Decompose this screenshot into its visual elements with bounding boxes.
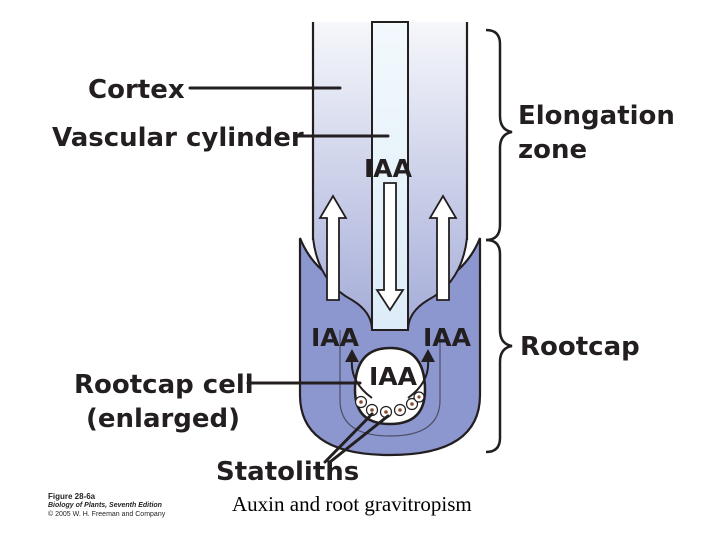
cell-lateral-arrows — [350, 359, 430, 399]
down-arrow-center — [375, 182, 405, 312]
figure-number: Figure 28-6a — [48, 492, 96, 501]
iaa-center-label: IAA — [364, 154, 413, 183]
iaa-right-label: IAA — [423, 323, 472, 352]
caption: Auxin and root gravitropism — [232, 492, 472, 516]
rootcap-cell-label-line1: Rootcap cell — [74, 370, 254, 400]
figure-credit: Figure 28-6a Biology of Plants, Seventh … — [48, 492, 165, 519]
cortex-label: Cortex — [88, 75, 185, 105]
copyright-line: © 2005 W. H. Freeman and Company — [48, 511, 166, 518]
statoliths-leader-2 — [328, 414, 390, 464]
auxin-flow-arrows — [318, 182, 458, 312]
elongation-zone-label-line1: Elongation — [518, 101, 675, 131]
elongation-zone-brace — [485, 28, 513, 242]
rootcap-cell-label-line2: (enlarged) — [86, 404, 240, 434]
rootcap-label: Rootcap — [520, 332, 640, 362]
elongation-zone-label-line2: zone — [518, 135, 587, 165]
rootcap-inner-boundary — [339, 330, 441, 437]
up-arrow-right — [428, 194, 458, 301]
iaa-left-label: IAA — [311, 323, 360, 352]
up-arrow-left — [318, 194, 348, 301]
statoliths-label: Statoliths — [216, 457, 359, 487]
vascular-cylinder-label: Vascular cylinder — [52, 123, 304, 153]
iaa-cell-label: IAA — [369, 362, 418, 391]
rootcap-brace — [485, 238, 513, 454]
book-title: Biology of Plants, Seventh Edition — [48, 502, 162, 509]
statoliths-leader-1 — [323, 412, 374, 464]
